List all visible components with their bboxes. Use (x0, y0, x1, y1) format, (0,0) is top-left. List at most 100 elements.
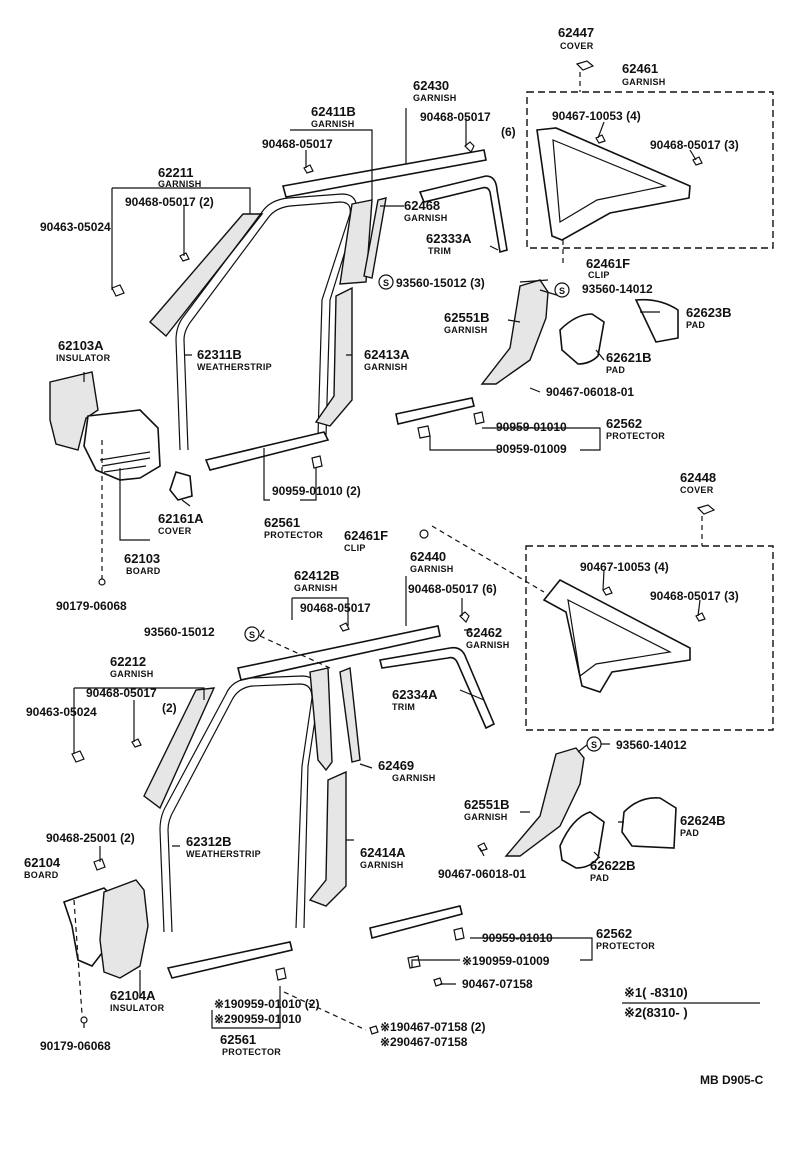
rear-quarter-box-top (526, 91, 774, 249)
label-62430-name: GARNISH (413, 93, 457, 103)
s-mark-3-letter: S (249, 630, 255, 640)
label-62551b-bottom: 62551B (464, 797, 510, 812)
label-90959-01010-star1: ※190959-01010 (2) (214, 997, 319, 1011)
label-62103-name: BOARD (126, 566, 161, 576)
trim-62333a (418, 175, 508, 254)
roof-garnish-62430 (281, 149, 487, 198)
label-62447-name: COVER (560, 41, 594, 51)
label-62333a-name: TRIM (428, 246, 451, 256)
pillar-garnish-62212 (143, 687, 216, 810)
drawing-code: MB D905-C (700, 1073, 764, 1087)
label-62103a: 62103A (58, 338, 104, 353)
clip-90179-top (98, 578, 106, 586)
cover-62161a (169, 471, 193, 501)
label-90468-25001-2: 90468-25001 (2) (46, 831, 135, 845)
label-62468-name: GARNISH (404, 213, 448, 223)
clip-90468-25001 (93, 858, 106, 871)
clip-62562-bottom-b (407, 955, 421, 969)
legend-line-2: ※2(8310- ) (624, 1005, 688, 1020)
label-90959-01010-bottom: 90959-01010 (482, 931, 553, 945)
clip-62462-a (602, 586, 613, 596)
trim-62334a (379, 646, 496, 730)
s-mark-4 (586, 736, 602, 752)
label-62311b: 62311B (197, 347, 242, 362)
label-90467-10053-bottom: 90467-10053 (4) (580, 560, 669, 574)
roof-garnish-62440 (237, 625, 441, 681)
label-62624b-name: PAD (680, 828, 699, 838)
label-62468: 62468 (404, 198, 440, 213)
clip-90463-top (111, 284, 125, 297)
label-93560-14012-top: 93560-14012 (582, 282, 653, 296)
clip-62430 (464, 141, 475, 154)
label-90467-06018-01-bottom: 90467-06018-01 (438, 867, 526, 881)
label-62562-top-name: PROTECTOR (606, 431, 665, 441)
label-62430: 62430 (413, 78, 449, 93)
s-mark-2-letter: S (559, 286, 565, 296)
pillar-garnish-62414a (308, 770, 347, 907)
s-mark-2 (554, 282, 570, 298)
label-62624b: 62624B (680, 813, 726, 828)
clip-62561-top (311, 455, 323, 469)
label-90468-05017-d: 90468-05017 (6) (408, 582, 497, 596)
label-90468-05017-f: 90468-05017 (86, 686, 157, 700)
label-62461f-bottom-name: CLIP (344, 543, 366, 553)
label-62104a-name: INSULATOR (110, 1003, 165, 1013)
label-62469-name: GARNISH (392, 773, 436, 783)
clip-62462-b (695, 612, 706, 622)
label-62448-name: COVER (680, 485, 714, 495)
label-62623b: 62623B (686, 305, 732, 320)
quarter-garnish-62461-inner (552, 139, 668, 224)
quarter-garnish-62462-inner (567, 598, 672, 678)
label-90959-01009-bottom: ※190959-01009 (462, 954, 550, 968)
label-62440: 62440 (410, 549, 446, 564)
label-62621b: 62621B (606, 350, 652, 365)
dashed-line-e (431, 525, 545, 593)
label-62448: 62448 (680, 470, 716, 485)
clip-62562-bottom-a (453, 927, 465, 941)
clip-62440 (459, 611, 470, 624)
s-mark-1-letter: S (383, 278, 389, 288)
garnish-62551b-top (480, 279, 549, 385)
pillar-garnish-62411b (339, 199, 373, 285)
label-90468-05017-c: 90468-05017 (2) (125, 195, 214, 209)
label-93560-14012-bottom: 93560-14012 (616, 738, 687, 752)
label-62413a: 62413A (364, 347, 410, 362)
label-90468-05017-b: 90468-05017 (262, 137, 333, 151)
label-62461f-top-name: CLIP (588, 270, 610, 280)
label-90463-05024-bottom: 90463-05024 (26, 705, 97, 719)
label-62621b-name: PAD (606, 365, 625, 375)
label-90468-05017-e: 90468-05017 (300, 601, 371, 615)
label-62440-name: GARNISH (410, 564, 454, 574)
label-90959-01010-top: 90959-01010 (496, 420, 567, 434)
clip-62562-top-a (473, 411, 485, 425)
label-62414a: 62414A (360, 845, 406, 860)
label-62103: 62103 (124, 551, 160, 566)
label-62104-name: BOARD (24, 870, 59, 880)
label-62551b-top-name: GARNISH (444, 325, 488, 335)
label-62412b: 62412B (294, 568, 340, 583)
label-62461f-top: 62461F (586, 256, 630, 271)
label-90179-06068-bottom: 90179-06068 (40, 1039, 111, 1053)
label-62461-name: GARNISH (622, 77, 666, 87)
label-62212-name: GARNISH (110, 669, 154, 679)
garnish-62469 (339, 667, 361, 763)
label-62103a-name: INSULATOR (56, 353, 111, 363)
label-62412b-name: GARNISH (294, 583, 338, 593)
cover-62447 (575, 60, 595, 71)
pad-62621b (559, 313, 605, 365)
label-62623b-name: PAD (686, 320, 705, 330)
label-62211-name: GARNISH (158, 179, 202, 189)
label-62562-top: 62562 (606, 416, 642, 431)
label-90467-07158-star2: ※290467-07158 (380, 1035, 468, 1049)
label-90468-05017-a: 90468-05017 (420, 110, 491, 124)
board-62103-vent (99, 451, 151, 473)
label-62462: 62462 (466, 625, 502, 640)
clip-90179-bottom (80, 1016, 88, 1024)
label-62622b: 62622B (590, 858, 636, 873)
label-62561-top: 62561 (264, 515, 300, 530)
label-62551b-top: 62551B (444, 310, 490, 325)
pad-62623b (634, 298, 679, 343)
label-62333a: 62333A (426, 231, 472, 246)
pad-62624b (621, 796, 677, 849)
